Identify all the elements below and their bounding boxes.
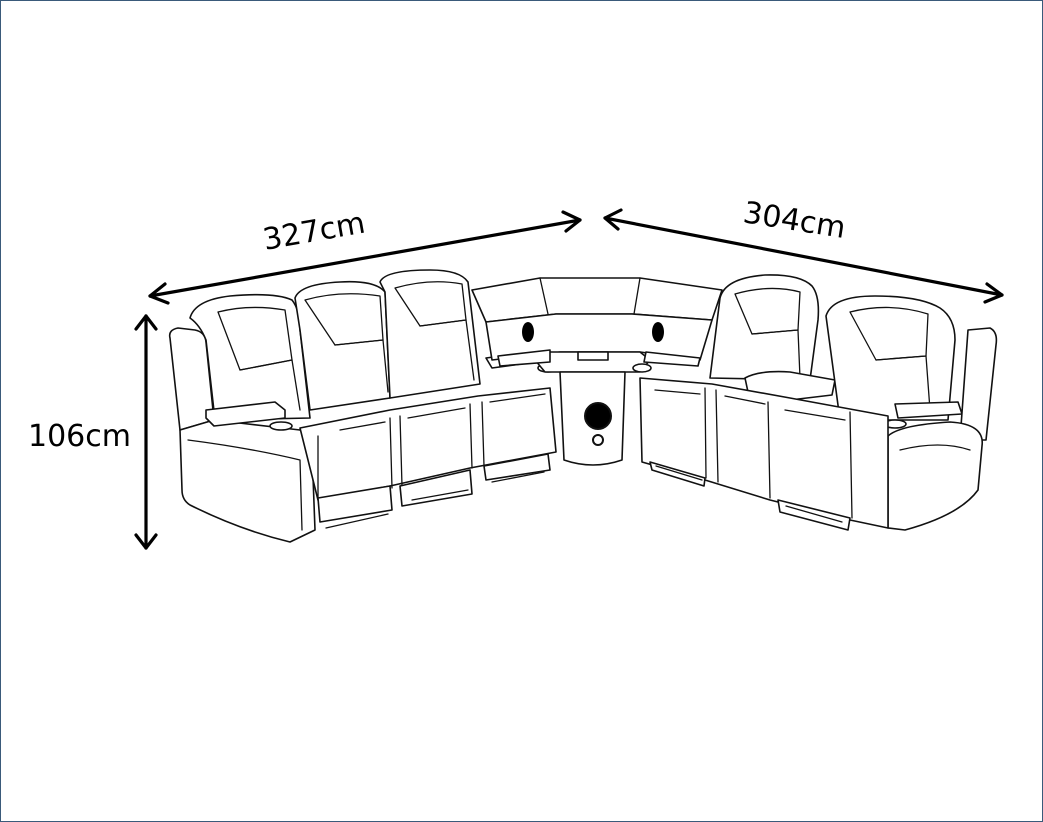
width-right-arrow <box>603 208 1004 304</box>
corner-wedge <box>471 277 723 466</box>
left-sofa-section <box>168 269 559 543</box>
right-sofa-section <box>639 274 998 531</box>
height-arrow <box>134 314 158 550</box>
width-left-arrow <box>148 210 582 305</box>
left-speaker-icon <box>522 322 534 342</box>
left-width-label: 327cm <box>260 206 367 258</box>
height-label: 106cm <box>28 419 131 454</box>
display-panel <box>577 351 609 361</box>
right-speaker-icon <box>652 322 664 342</box>
subwoofer-icon <box>584 402 612 430</box>
port-icon <box>592 434 604 446</box>
right-width-label: 304cm <box>741 195 848 246</box>
